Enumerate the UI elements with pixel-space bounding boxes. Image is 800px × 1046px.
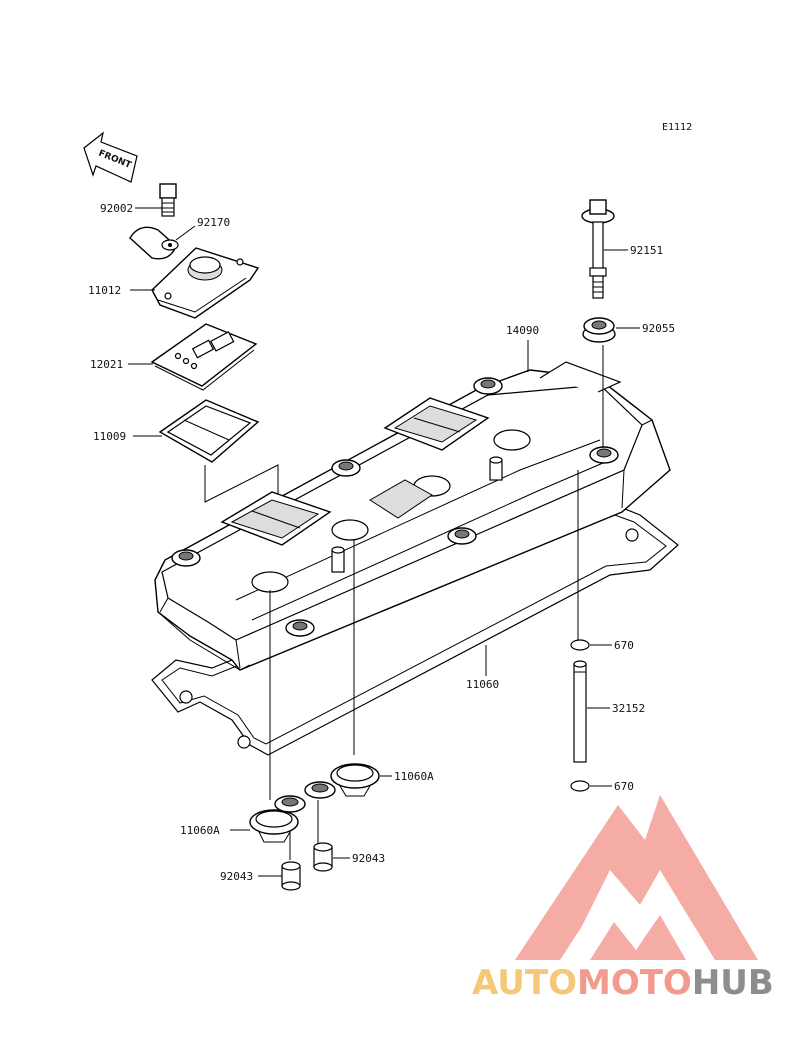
part-label-92043-right[interactable]: 92043 bbox=[352, 852, 385, 865]
part-92043-collar-left[interactable] bbox=[281, 861, 301, 891]
part-11060A-seal-right[interactable] bbox=[330, 763, 380, 797]
part-label-92002[interactable]: 92002 bbox=[100, 202, 133, 215]
part-label-11009[interactable]: 11009 bbox=[93, 430, 126, 443]
logo-triangle bbox=[515, 795, 758, 960]
part-670-o-ring-upper[interactable] bbox=[570, 639, 590, 651]
part-92002-bolt[interactable] bbox=[159, 183, 177, 217]
part-label-14090[interactable]: 14090 bbox=[506, 324, 539, 337]
logo-text-moto: MOTO bbox=[577, 963, 692, 1003]
part-label-92055[interactable]: 92055 bbox=[642, 322, 675, 335]
part-11060A-seal-left[interactable] bbox=[249, 809, 299, 843]
part-label-92043-left[interactable]: 92043 bbox=[220, 870, 253, 883]
part-label-670-lower[interactable]: 670 bbox=[614, 780, 634, 793]
part-670-o-ring-lower[interactable] bbox=[570, 780, 590, 792]
part-label-11012[interactable]: 11012 bbox=[88, 284, 121, 297]
part-92043-collar-right[interactable] bbox=[313, 842, 333, 872]
part-92170-damper[interactable] bbox=[129, 226, 179, 260]
part-label-670-upper[interactable]: 670 bbox=[614, 639, 634, 652]
part-label-11060A-left[interactable]: 11060A bbox=[180, 824, 220, 837]
part-11009-gasket[interactable] bbox=[158, 399, 260, 463]
logo-text-auto: AUTO bbox=[472, 963, 577, 1003]
small-grommet-right bbox=[304, 781, 336, 799]
logo-text-hub: HUB bbox=[692, 963, 774, 1003]
svg-text:AUTOMOTOHUB: AUTOMOTOHUB bbox=[472, 963, 774, 1003]
part-label-92170[interactable]: 92170 bbox=[197, 216, 230, 229]
front-arrow-icon: FRONT bbox=[83, 131, 138, 183]
part-label-12021[interactable]: 12021 bbox=[90, 358, 123, 371]
part-label-11060A-right[interactable]: 11060A bbox=[394, 770, 434, 783]
part-label-92151[interactable]: 92151 bbox=[630, 244, 663, 257]
part-14090-cylinder-head-cover[interactable] bbox=[154, 361, 671, 671]
part-label-32152[interactable]: 32152 bbox=[612, 702, 645, 715]
small-grommet-left bbox=[274, 795, 306, 813]
watermark-logo: AUTOMOTOHUB bbox=[472, 795, 774, 1003]
part-label-11060[interactable]: 11060 bbox=[466, 678, 499, 691]
part-92055-grommet[interactable] bbox=[582, 317, 616, 343]
part-32152-pipe[interactable] bbox=[573, 660, 587, 763]
part-12021-plate[interactable] bbox=[150, 323, 258, 391]
diagram-reference-code: E1112 bbox=[662, 122, 692, 133]
part-92151-bolt[interactable] bbox=[581, 199, 615, 299]
part-11012-breather-cover[interactable] bbox=[151, 247, 260, 319]
